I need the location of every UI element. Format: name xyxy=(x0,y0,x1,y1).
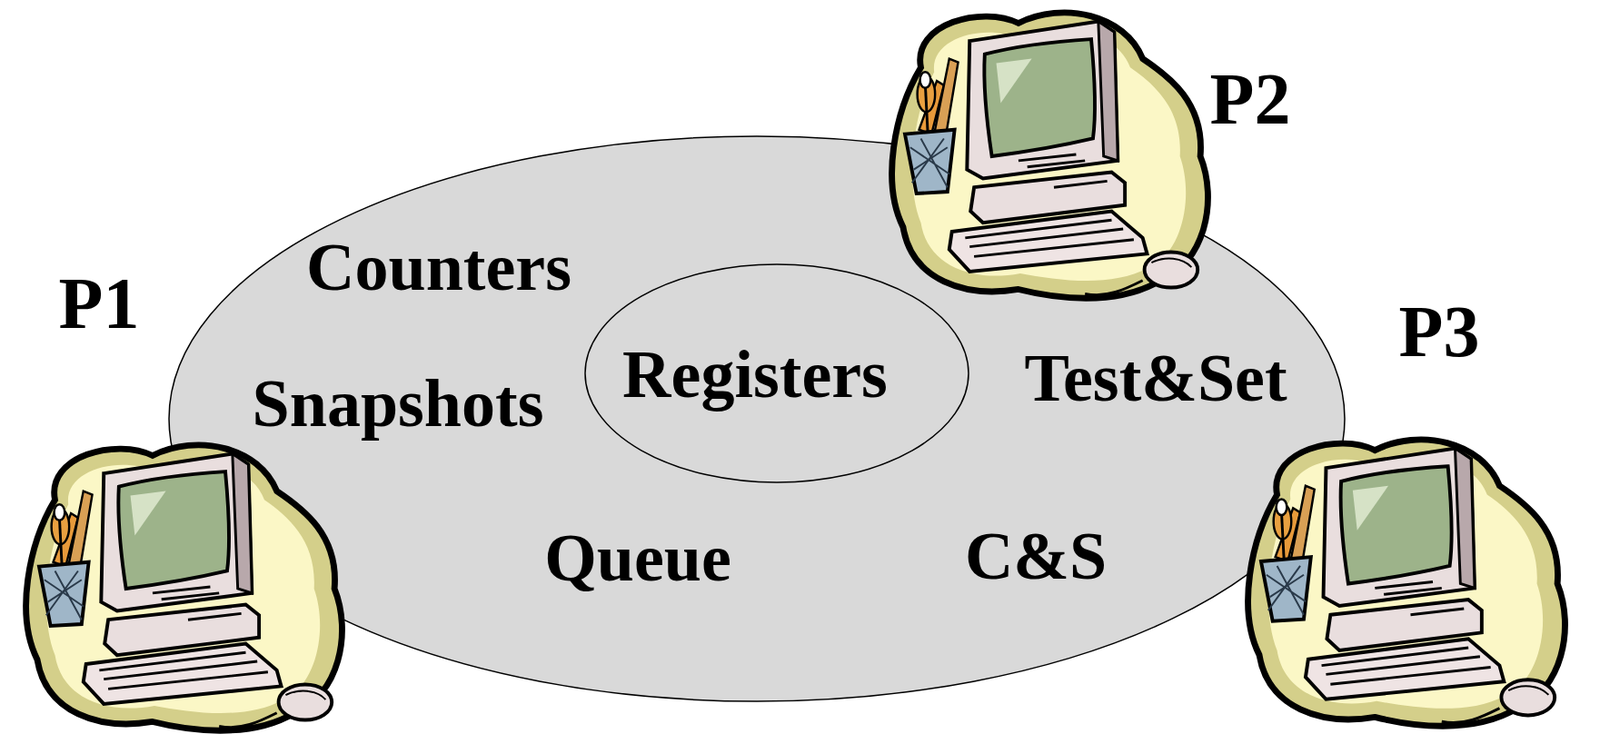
object-label: Counters xyxy=(306,233,572,301)
process-label: P1 xyxy=(59,267,140,340)
object-label: C&S xyxy=(964,522,1107,590)
ellipse-region: Registers xyxy=(584,263,970,484)
process-label: P2 xyxy=(1210,62,1292,136)
object-label: Snapshots xyxy=(252,369,545,438)
process-label: P3 xyxy=(1399,295,1481,368)
object-label: Queue xyxy=(544,524,732,592)
object-label: Registers xyxy=(622,340,888,408)
object-label: Test&Set xyxy=(1023,344,1287,412)
